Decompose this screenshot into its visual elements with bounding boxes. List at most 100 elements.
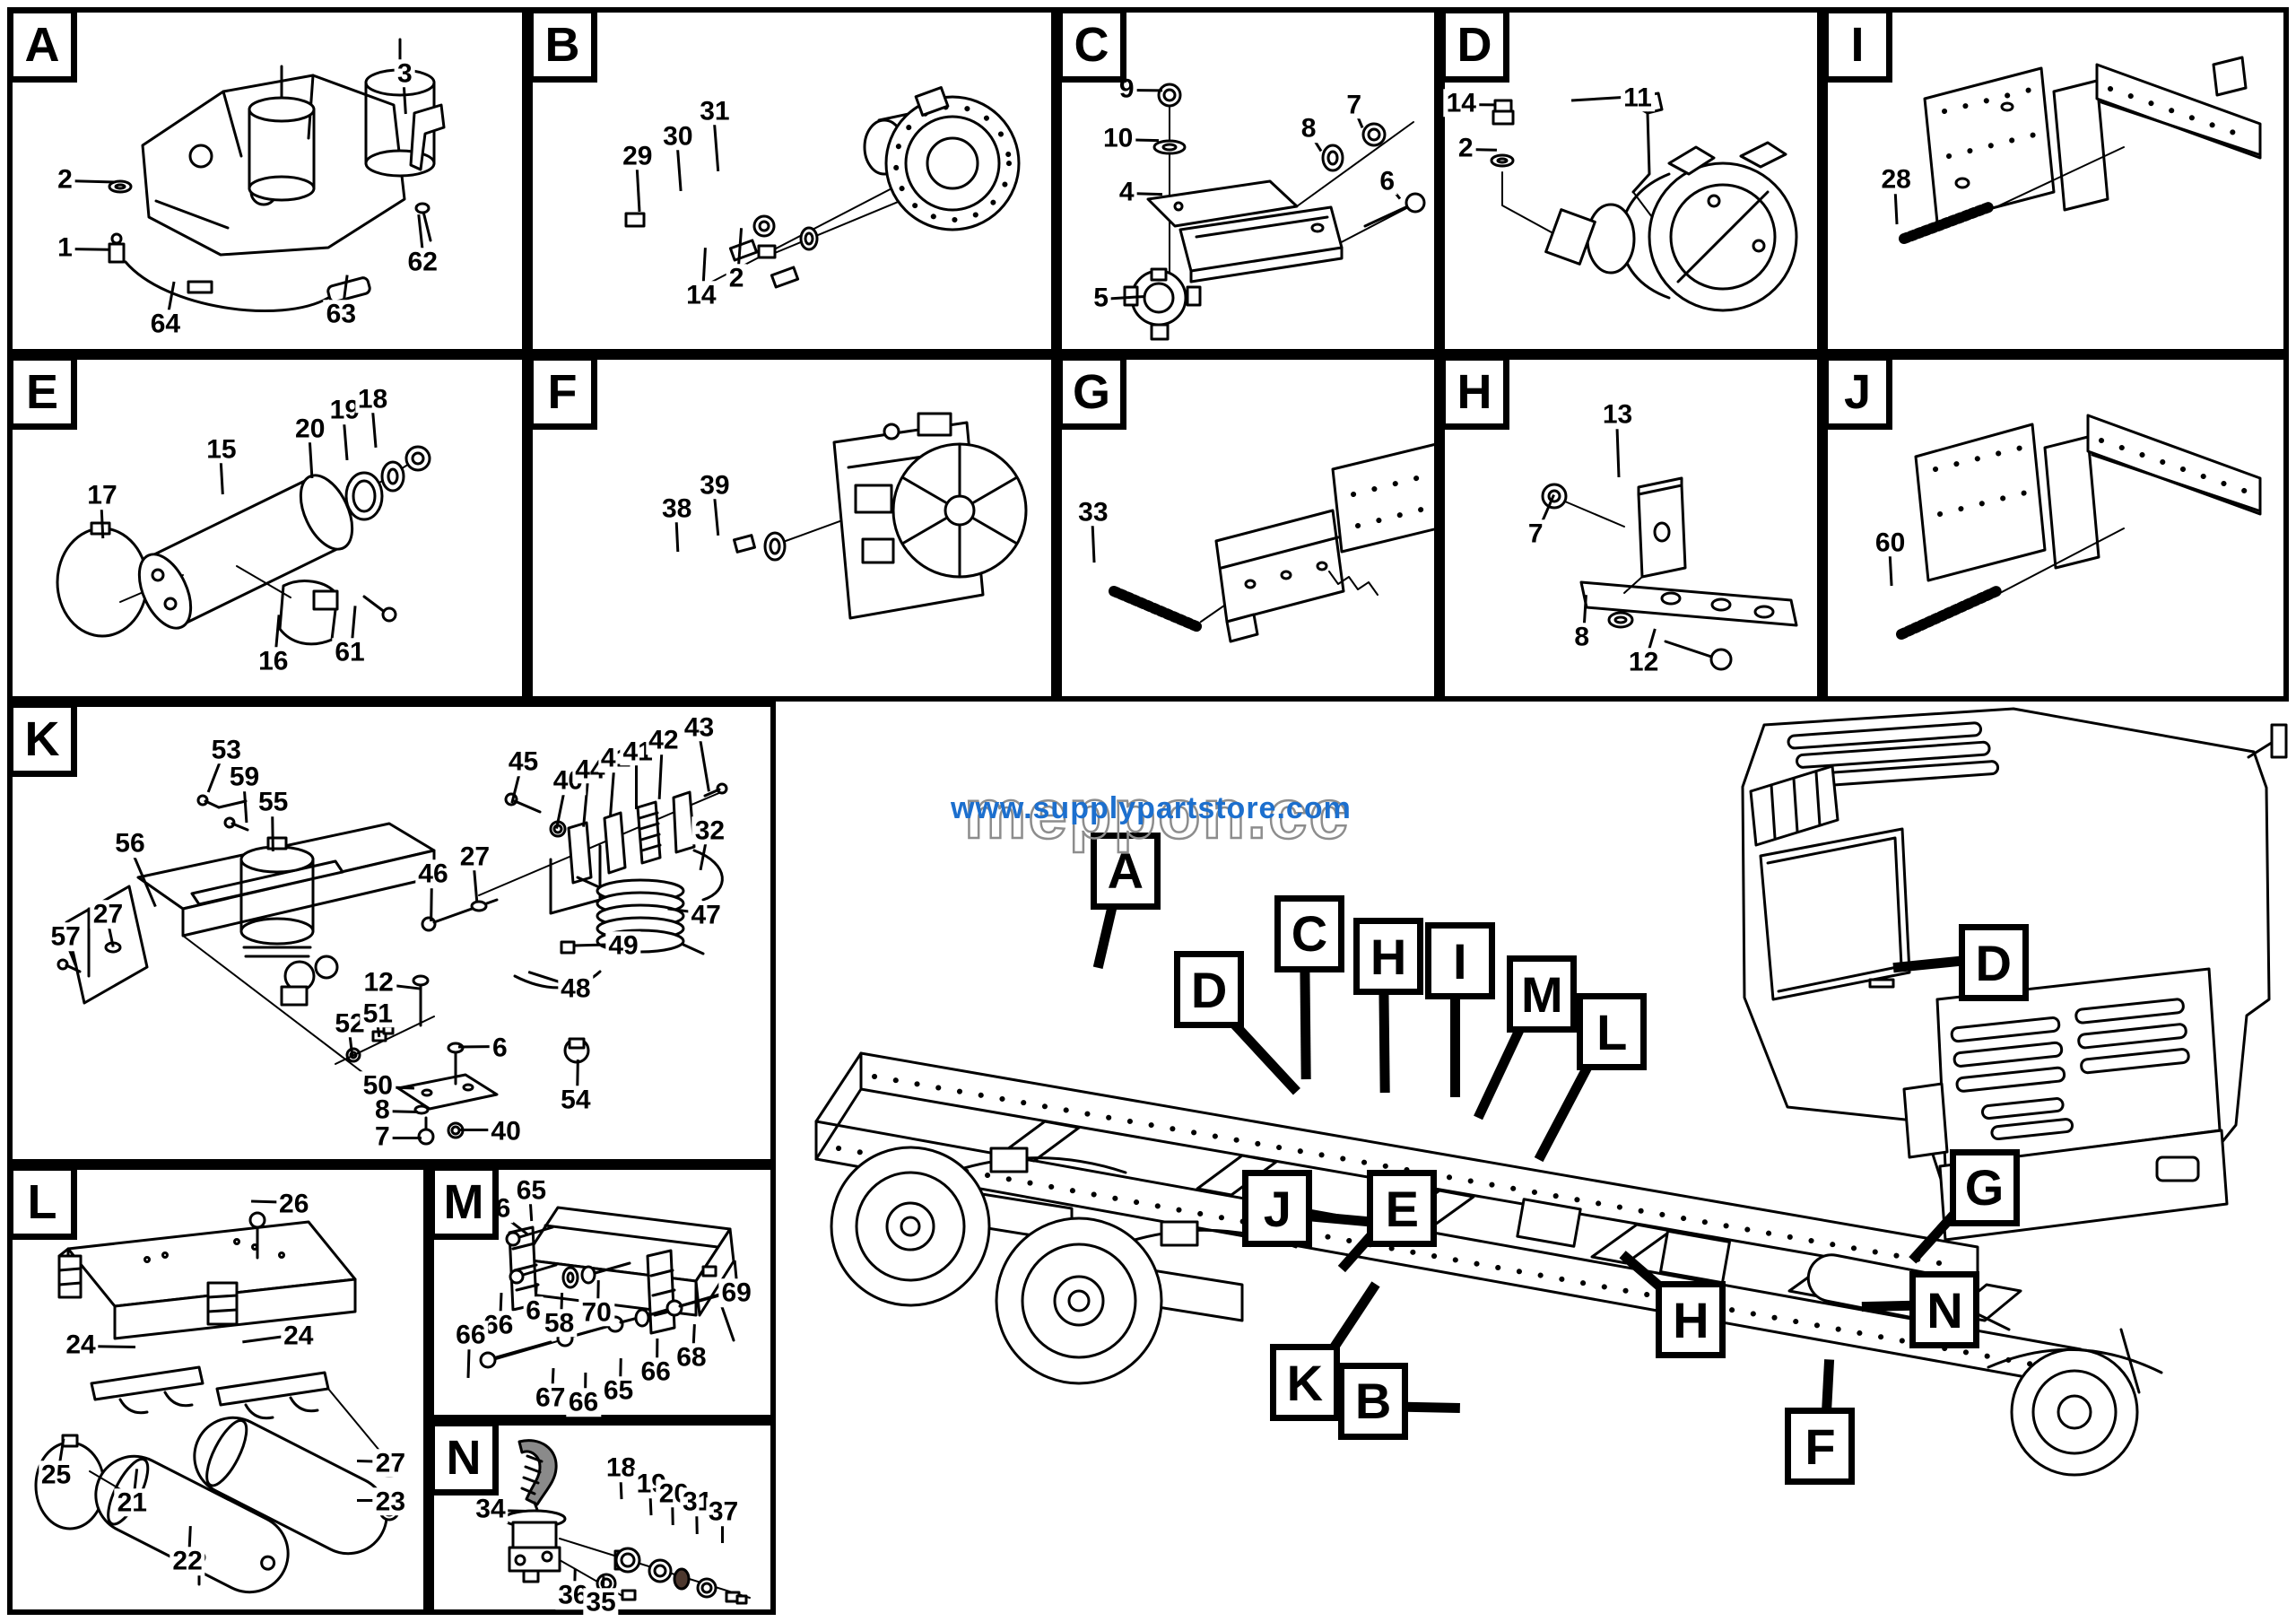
panel-m: 6665666665870696766656668 M	[429, 1164, 776, 1420]
front-axle	[1987, 1328, 2163, 1477]
part-number-label: 56	[112, 829, 148, 858]
part-number-label: 54	[558, 1086, 594, 1115]
section-letter-label: D	[1958, 924, 2029, 1002]
part-number-label: 39	[697, 471, 733, 500]
rear-axles	[830, 1146, 1298, 1385]
part-number-label: 62	[404, 248, 440, 276]
section-letter-label: H	[1353, 918, 1424, 996]
panel-m-art	[479, 1206, 735, 1369]
panel-letter: N	[446, 1431, 482, 1485]
part-number-label: 49	[605, 931, 641, 960]
part-number-label: 31	[697, 97, 733, 126]
part-number-label: 12	[361, 968, 396, 997]
part-number-label: 8	[372, 1095, 393, 1124]
panel-e-letter-tab: E	[7, 354, 77, 430]
watermark-domain: meppon.cc	[963, 774, 1350, 853]
panel-g-art	[1109, 443, 1434, 643]
section-letter-label: B	[1338, 1362, 1409, 1440]
part-number-label: 34	[473, 1496, 509, 1524]
part-number-label: 67	[533, 1383, 569, 1412]
panel-i-callouts: 28	[1828, 13, 2283, 349]
part-number-label: 47	[688, 902, 724, 930]
section-letter-label: J	[1242, 1170, 1313, 1248]
truck-illustration	[814, 707, 2288, 1477]
panel-d-art	[1490, 92, 1798, 312]
part-number-label: 45	[505, 748, 542, 777]
underbody-components	[1516, 1198, 2011, 1331]
part-number-label: 1	[55, 233, 75, 262]
part-number-label: 2	[1455, 134, 1476, 162]
panel-h-art	[1541, 476, 1798, 671]
panel-letter: H	[1457, 365, 1492, 419]
panel-c-art	[1123, 83, 1426, 341]
panel-g-callouts: 33	[1062, 360, 1434, 696]
part-number-label: 28	[1878, 165, 1914, 194]
part-number-label: 4	[1116, 178, 1137, 206]
part-number-label: 18	[603, 1453, 639, 1482]
panel-letter: E	[25, 365, 59, 419]
panel-f-art	[618, 412, 1028, 675]
part-number-label: 20	[292, 414, 328, 443]
section-letter-label: A	[1090, 832, 1161, 910]
part-number-label: 27	[372, 1449, 409, 1478]
part-number-label: 40	[488, 1117, 524, 1146]
part-number-label: 35	[583, 1589, 619, 1618]
part-number-label: 3	[395, 59, 415, 88]
panel-b-art	[615, 86, 1021, 318]
panel-letter: F	[547, 365, 578, 419]
panel-letter: D	[1457, 18, 1492, 72]
panel-l-art	[34, 1211, 402, 1594]
section-letter-label: H	[1656, 1281, 1726, 1359]
part-number-label: 60	[1872, 528, 1909, 557]
panel-j-letter-tab: J	[1822, 354, 1892, 430]
part-number-label: 57	[48, 922, 83, 951]
part-number-label: 11	[1621, 83, 1655, 112]
part-number-label: 7	[372, 1122, 393, 1151]
panel-i-letter-tab: I	[1822, 7, 1892, 83]
part-number-label: 29	[620, 142, 656, 170]
part-number-label: 37	[705, 1498, 742, 1527]
panel-letter: L	[27, 1175, 57, 1229]
leader-line	[382, 1136, 422, 1139]
part-number-label: 66	[565, 1389, 602, 1417]
section-letter-label: D	[1174, 951, 1245, 1029]
panel-i: 28 I	[1822, 7, 2289, 354]
part-number-label: 24	[281, 1321, 317, 1350]
part-number-label: 68	[674, 1343, 709, 1372]
panel-k-letter-tab: K	[7, 702, 77, 777]
part-number-label: 17	[84, 481, 120, 510]
part-number-label: 32	[691, 816, 728, 845]
part-number-label: 10	[1100, 124, 1136, 153]
panel-j-art	[1896, 414, 2262, 640]
part-number-label: 14	[683, 281, 719, 310]
part-number-label: 69	[718, 1278, 754, 1307]
part-number-label: 63	[323, 301, 360, 329]
part-number-label: 26	[276, 1190, 312, 1218]
part-number-label: 50	[360, 1071, 396, 1100]
panel-letter: C	[1074, 18, 1109, 72]
panel-b-letter-tab: B	[527, 7, 597, 83]
part-number-label: 24	[63, 1330, 99, 1359]
part-number-label: 25	[38, 1461, 74, 1489]
part-number-label: 6	[1377, 167, 1398, 196]
part-number-label: 5	[1091, 283, 1111, 312]
part-number-label: 65	[513, 1176, 550, 1205]
section-letter-label: G	[1949, 1148, 2020, 1226]
panel-a-letter-tab: A	[7, 7, 77, 83]
part-number-label: 61	[332, 638, 368, 667]
panel-m-letter-tab: M	[429, 1164, 499, 1240]
panel-letter: G	[1072, 365, 1110, 419]
panel-letter: K	[24, 712, 60, 766]
part-number-label: 66	[453, 1321, 489, 1349]
panel-c-letter-tab: C	[1057, 7, 1126, 83]
panel-a-art	[108, 38, 446, 312]
